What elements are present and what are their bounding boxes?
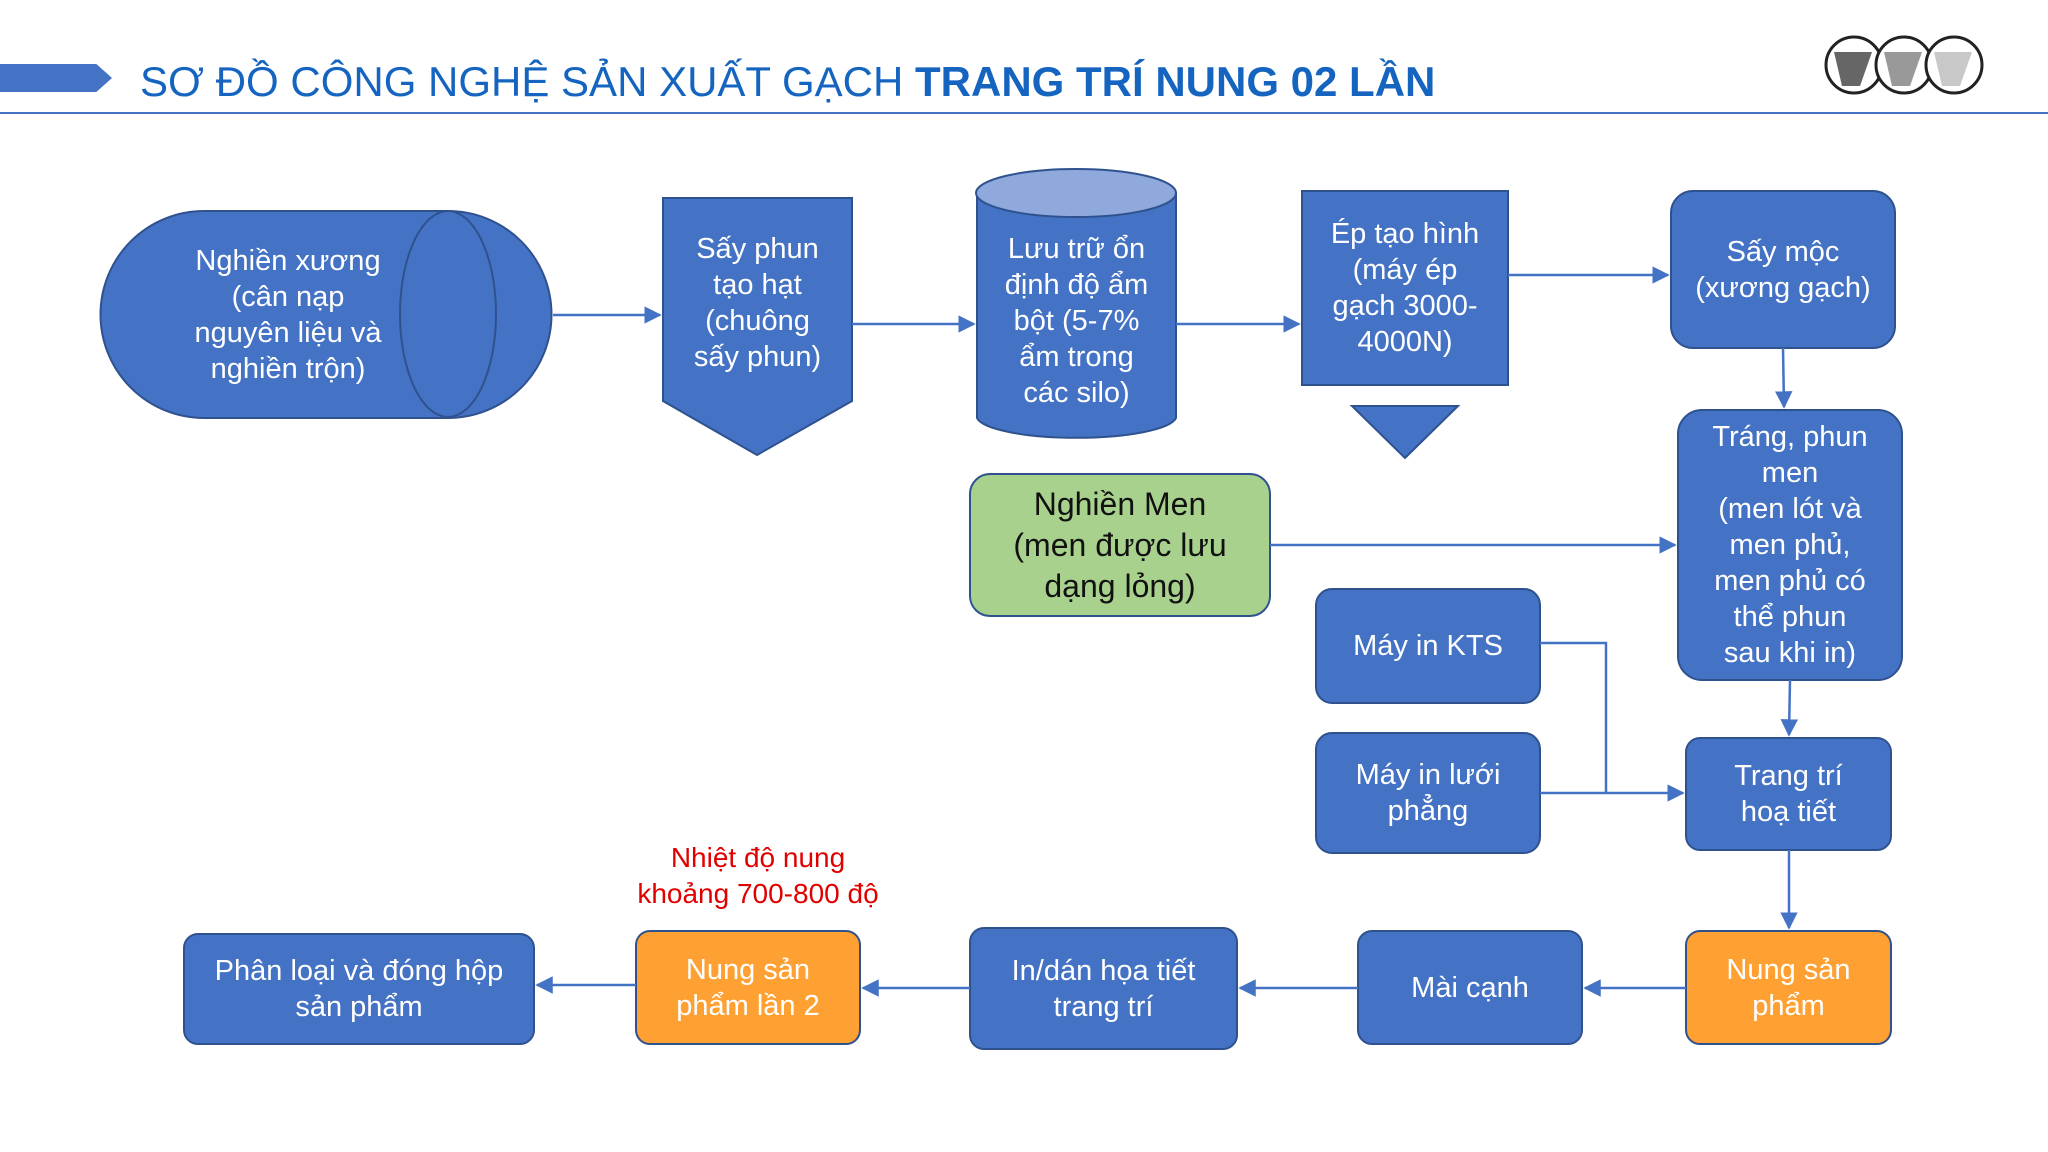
node-phan-loai-shape: [183, 933, 535, 1045]
node-nghien-xuong: Nghiền xương (cân nạp nguyên liệu và ngh…: [194, 244, 382, 385]
logo-circle-1: [1824, 35, 1884, 95]
node-luu-tru-shape: [975, 168, 1177, 439]
node-in-dan: In/dán họa tiết trang trí: [1011, 954, 1196, 1023]
node-nghien-men: Nghiền Men (men được lưu dạng lỏng): [1013, 485, 1227, 604]
header-divider: [0, 112, 2048, 114]
node-say-phun-shape: [662, 197, 853, 457]
page-title-regular: SƠ ĐỒ CÔNG NGHỆ SẢN XUẤT GẠCH: [140, 58, 916, 105]
node-ep-tao-hinh-shape: [1301, 190, 1509, 460]
node-may-in-luoi: Máy in lưới phẳng: [1355, 759, 1501, 827]
node-trang-tri: Trang trí hoạ tiết: [1734, 760, 1843, 828]
company-logo: [1824, 35, 1984, 95]
node-luu-tru: Lưu trữ ổn định độ ẩm bột (5-7% ẩm trong…: [1004, 233, 1149, 409]
node-ep-tao-hinh: Ép tạo hình (máy ép gạch 3000- 4000N): [1330, 218, 1480, 358]
node-mai-canh: Mài cạnh: [1411, 971, 1529, 1004]
node-nung-san-pham: Nung sản phẩm: [1726, 953, 1851, 1022]
node-nung-lan-2: Nung sản phẩm lần 2: [676, 953, 820, 1022]
connector-may-in-kts: [1540, 641, 1608, 793]
node-nghien-xuong-shape: [99, 210, 553, 419]
node-may-in-kts-shape: [1315, 588, 1541, 704]
page-title-bold: TRANG TRÍ NUNG 02 LẦN: [915, 58, 1436, 105]
node-say-phun: Sấy phun tạo hạt (chuông sấy phun): [693, 233, 822, 373]
node-trang-phun-men: Tráng, phun men (men lót và men phủ, men…: [1712, 421, 1868, 669]
arrow-say-moc-to-trang-men: [1774, 347, 1793, 409]
logo-circle-3: [1924, 35, 1984, 95]
firing-temperature-note: Nhiệt độ nung khoảng 700-800 độ: [637, 842, 879, 909]
node-phan-loai: Phân loại và đóng hộp sản phẩm: [214, 955, 504, 1023]
page-title: SƠ ĐỒ CÔNG NGHỆ SẢN XUẤT GẠCH TRANG TRÍ …: [140, 54, 1435, 110]
logo-circle-2: [1874, 35, 1934, 95]
node-may-in-kts: Máy in KTS: [1353, 630, 1503, 662]
node-nung-lan-2-shape: [635, 930, 861, 1045]
header-accent-bar: [0, 64, 112, 92]
arrow-trang-men-to-trang-tri: [1780, 679, 1799, 737]
node-say-moc: Sấy mộc (xương gạch): [1695, 235, 1871, 304]
